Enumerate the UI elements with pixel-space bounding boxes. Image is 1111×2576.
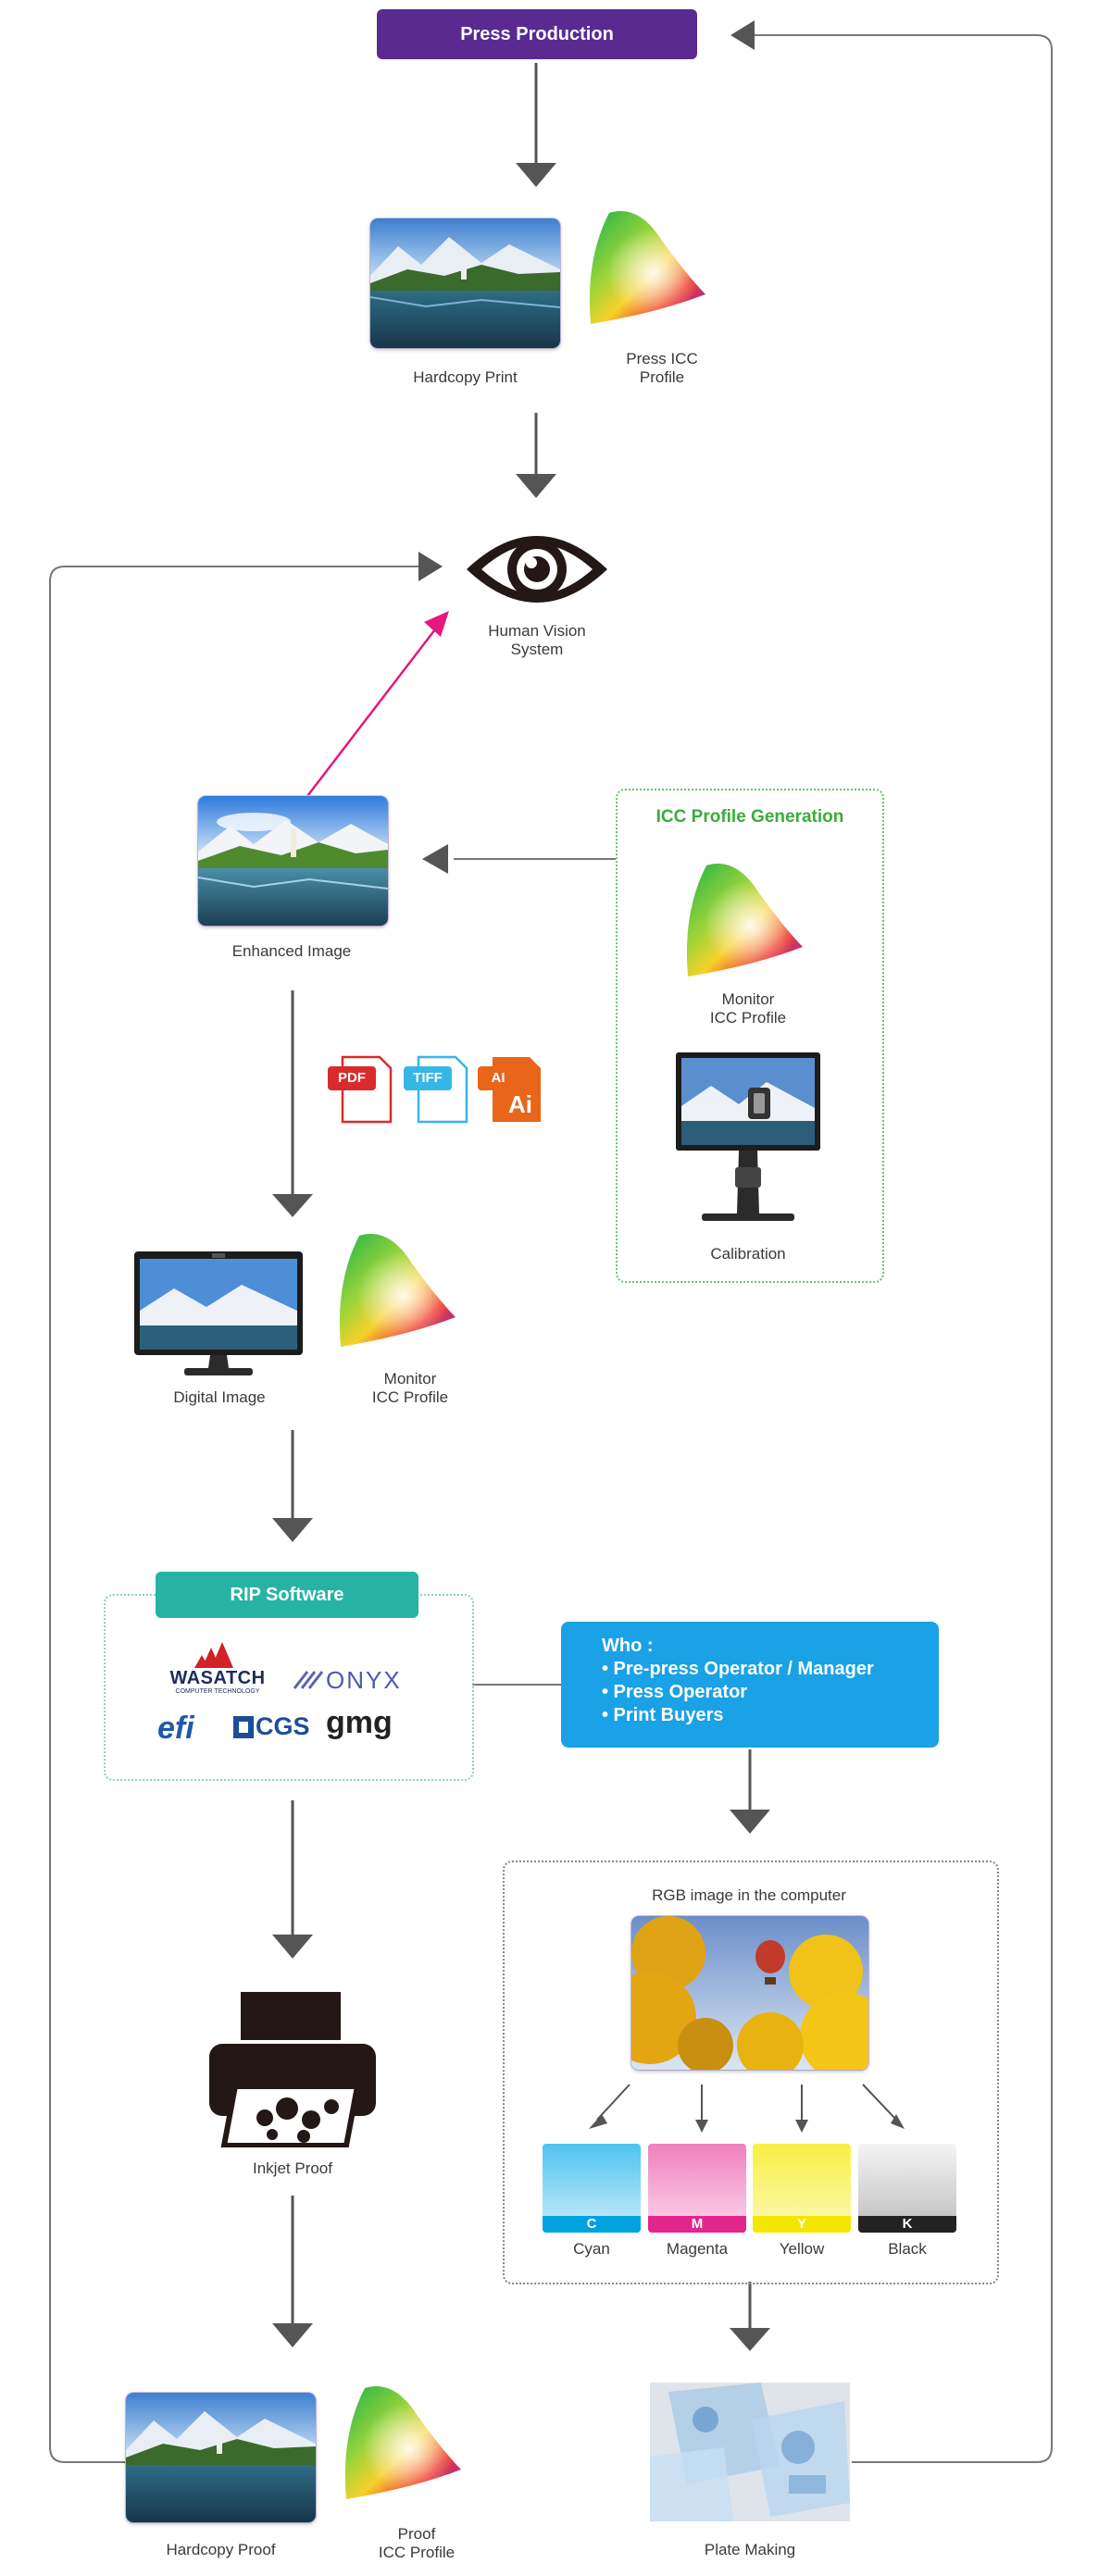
monitor-icc-gamut-icon-2 xyxy=(339,1234,456,1347)
digital-image-label: Digital Image xyxy=(173,1388,266,1406)
pdf-badge: PDF xyxy=(328,1066,376,1090)
arrow-down-1 xyxy=(516,163,556,187)
plate-making-label: Plate Making xyxy=(704,2541,796,2558)
printer-icon xyxy=(209,1992,376,2147)
cyan-letter: C xyxy=(543,2216,641,2233)
black-swatch: K xyxy=(858,2144,956,2233)
rgb-flowers-photo xyxy=(631,1916,868,2070)
magenta-letter: M xyxy=(648,2216,746,2233)
gmg-logo: gmg xyxy=(326,1705,393,1740)
human-vision-label: Human Vision System xyxy=(488,622,586,658)
inkjet-proof-label: Inkjet Proof xyxy=(253,2159,332,2177)
digital-image-monitor-icon xyxy=(134,1251,303,1375)
loop-line-right xyxy=(745,34,1053,2463)
rip-software-title: RIP Software xyxy=(156,1572,418,1618)
press-icc-label: Press ICC Profile xyxy=(626,350,698,386)
arrow-pink xyxy=(424,611,449,637)
yellow-label: Yellow xyxy=(779,2240,825,2258)
arrow-left-press xyxy=(730,20,755,50)
who-item: • Press Operator xyxy=(602,1682,748,1702)
calibration-monitor-icon xyxy=(676,1052,820,1221)
pdf-file-icon: PDF xyxy=(328,1055,393,1124)
icc-generation-title: ICC Profile Generation xyxy=(655,807,844,827)
arrow-down-4 xyxy=(272,1518,313,1542)
arrow-down-2 xyxy=(516,474,556,498)
wasatch-subtext: COMPUTER TECHNOLOGY xyxy=(175,1688,260,1695)
who-item: • Pre-press Operator / Manager xyxy=(602,1659,874,1679)
black-letter: K xyxy=(858,2216,956,2233)
plate-making-photo xyxy=(650,2383,850,2521)
wasatch-logo: WASATCH COMPUTER TECHNOLOGY xyxy=(157,1640,278,1696)
yellow-letter: Y xyxy=(753,2216,851,2233)
arrow-down-7 xyxy=(730,1810,770,1834)
cyan-swatch: C xyxy=(543,2144,641,2233)
hardcopy-print-image xyxy=(370,218,560,348)
icc-generation-panel xyxy=(616,789,884,1283)
arrow-down-6 xyxy=(272,2323,313,2347)
loop-line-left xyxy=(49,566,421,2463)
rgb-separation-panel xyxy=(503,1860,999,2284)
arrow-down-3 xyxy=(272,1194,313,1217)
cgs-text: CGS xyxy=(256,1712,310,1740)
who-heading: Who : xyxy=(602,1636,654,1656)
ai-file-icon: AI Ai xyxy=(478,1055,543,1124)
hardcopy-proof-photo xyxy=(126,2393,316,2522)
tiff-badge: TIFF xyxy=(404,1066,452,1090)
black-label: Black xyxy=(888,2240,927,2258)
who-item: • Print Buyers xyxy=(602,1705,724,1725)
enhanced-image-photo xyxy=(198,796,388,926)
cyan-label: Cyan xyxy=(573,2240,610,2258)
onyx-text: ONYX xyxy=(326,1666,402,1694)
arrow-down-5 xyxy=(272,1935,313,1959)
lake-photo xyxy=(370,218,560,348)
calibration-label: Calibration xyxy=(710,1245,786,1263)
efi-logo: efi xyxy=(157,1711,194,1746)
proof-icc-label: Proof ICC Profile xyxy=(378,2525,456,2561)
monitor-icc-label-2: Monitor ICC Profile xyxy=(371,1370,449,1406)
yellow-swatch: Y xyxy=(753,2144,851,2233)
press-icc-gamut-icon xyxy=(589,211,705,324)
monitor-icc-label-1: Monitor ICC Profile xyxy=(709,990,787,1027)
enhanced-image-label: Enhanced Image xyxy=(231,942,352,960)
hardcopy-proof-label: Hardcopy Proof xyxy=(166,2541,276,2558)
magenta-label: Magenta xyxy=(666,2240,729,2258)
proof-icc-gamut-icon xyxy=(344,2386,461,2499)
arrow-right-vision xyxy=(418,552,443,581)
monitor-icc-gamut-icon xyxy=(686,864,803,977)
ai-badge: AI xyxy=(478,1066,518,1090)
arrow-down-8 xyxy=(730,2328,770,2351)
eye-icon xyxy=(467,536,607,603)
who-box: Who : • Pre-press Operator / Manager • P… xyxy=(561,1622,939,1748)
ai-letter: Ai xyxy=(508,1090,532,1118)
hardcopy-print-label: Hardcopy Print xyxy=(413,368,518,386)
onyx-logo: ONYX xyxy=(293,1666,422,1699)
press-production-title: Press Production xyxy=(377,9,697,59)
tiff-file-icon: TIFF xyxy=(404,1055,468,1124)
arrow-left-enhanced xyxy=(422,844,448,874)
wasatch-text: WASATCH xyxy=(169,1668,266,1688)
magenta-swatch: M xyxy=(648,2144,746,2233)
rgb-title: RGB image in the computer xyxy=(652,1886,846,1904)
